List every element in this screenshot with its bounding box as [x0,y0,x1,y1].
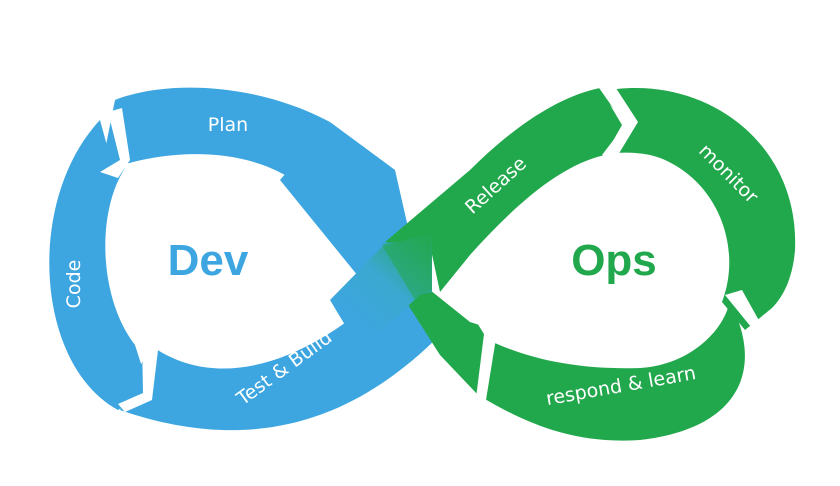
plan-segment [100,87,330,178]
dev-title: Dev [168,236,249,285]
ops-loop [385,82,796,441]
ops-title: Ops [571,236,657,285]
release-segment [385,88,622,292]
monitor-respond-separator [725,290,795,338]
monitor-segment [598,87,796,330]
respond-crossing-separator [474,312,497,400]
plan-label: Plan [208,114,248,136]
green-crossing-band [405,282,495,395]
code-test-separator [118,340,158,412]
code-segment [49,120,150,410]
respond-learn-segment [470,300,745,441]
release-monitor-separator [597,82,638,160]
plan-code-separator [100,108,130,178]
code-label: Code [63,260,85,309]
crossing-arrow-tip [382,222,432,300]
